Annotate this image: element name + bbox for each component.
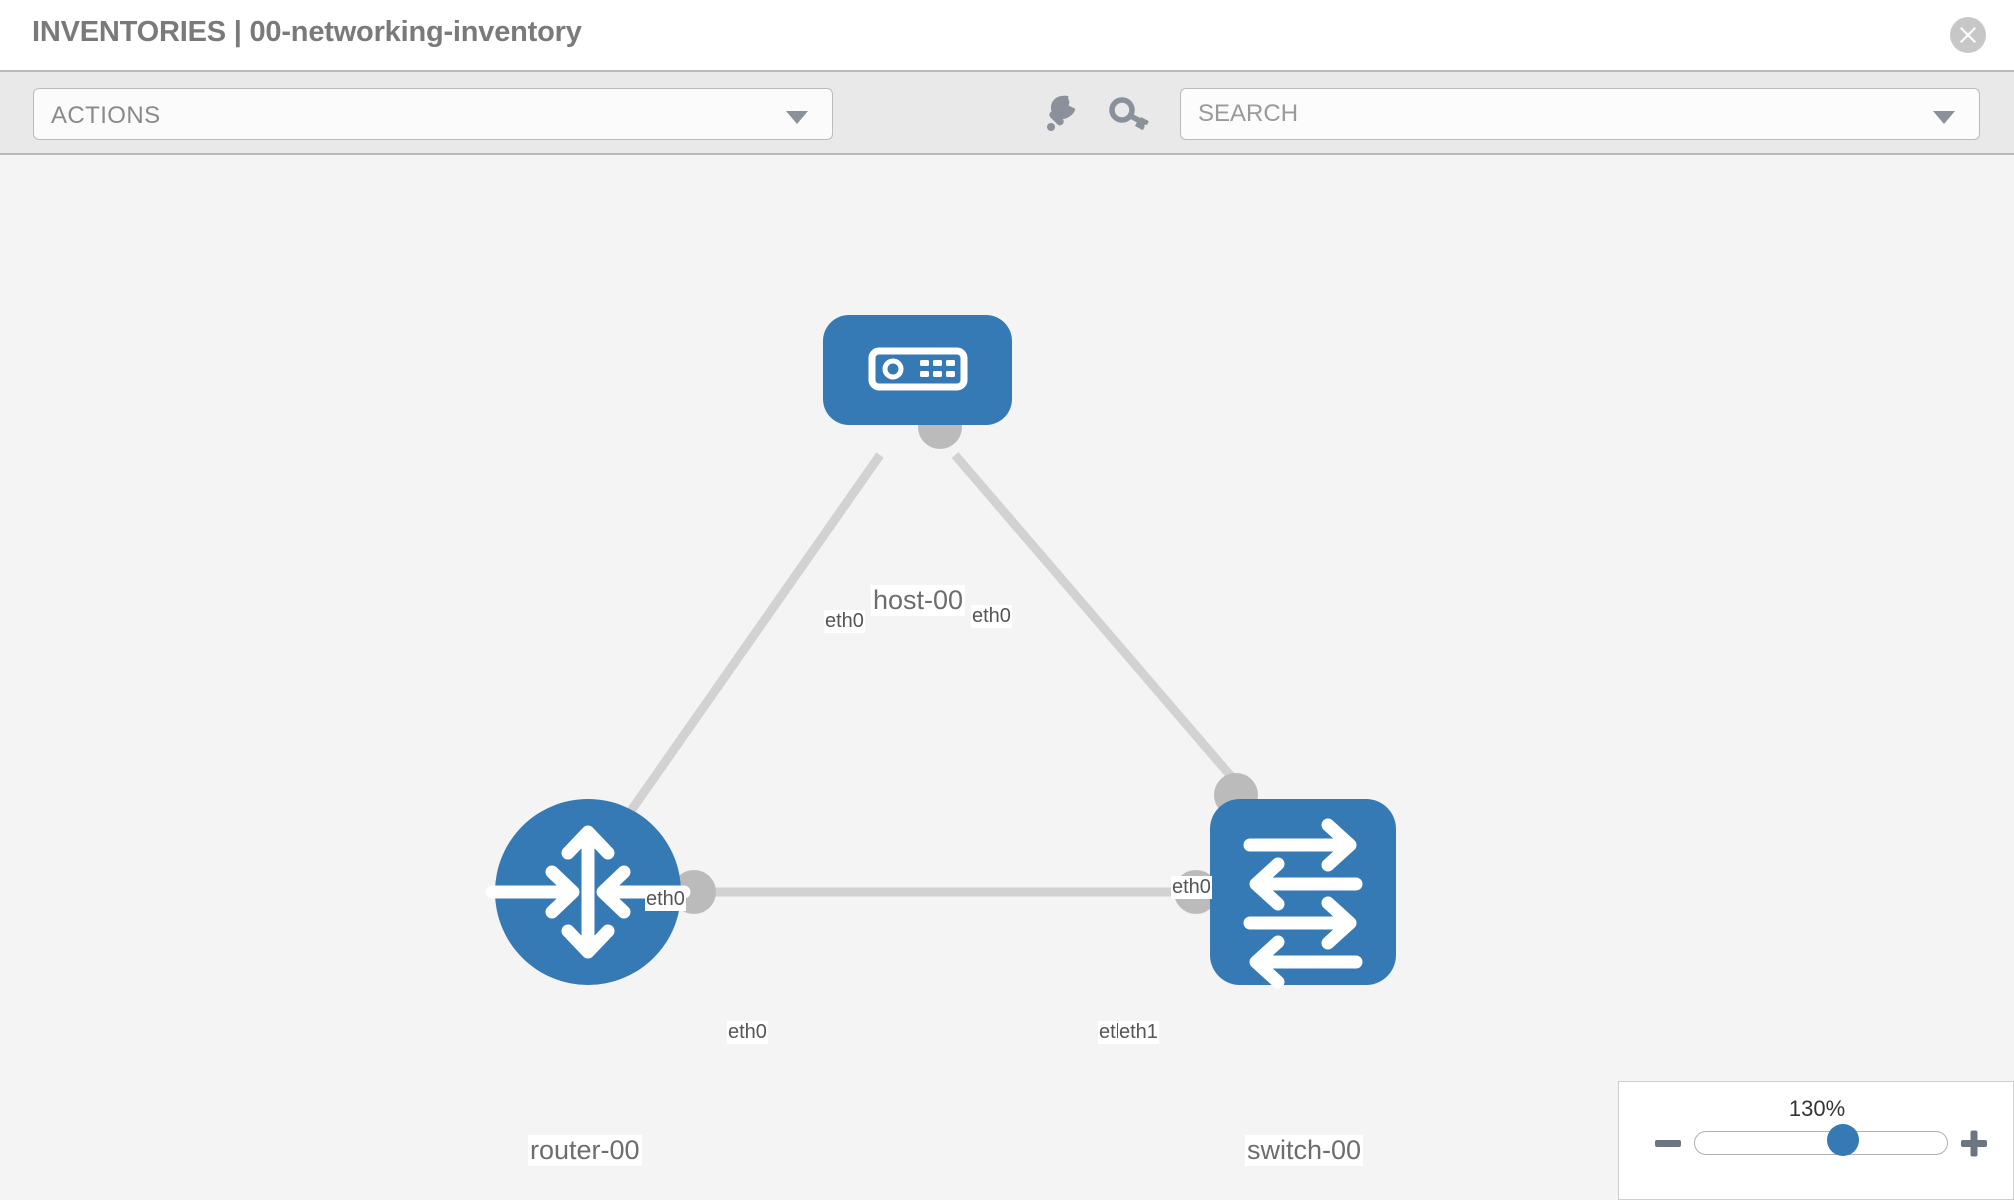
zoom-level-value: 130% (1788, 1096, 1846, 1121)
actions-dropdown[interactable]: ACTIONS (33, 88, 833, 140)
interface-label: eth1 (1118, 1021, 1159, 1044)
node-host-00[interactable] (823, 315, 1012, 425)
topology-endpoints (672, 405, 1258, 914)
search-box[interactable] (1180, 88, 1980, 140)
interface-label: eth0 (645, 888, 686, 911)
interface-label: eth0 (1171, 876, 1212, 899)
wrench-icon[interactable] (1038, 88, 1084, 140)
zoom-control-panel: 130% (1618, 1081, 2014, 1200)
page-title: INVENTORIES | 00-networking-inventory (32, 16, 582, 48)
node-switch-00[interactable] (1210, 799, 1396, 989)
page-header: INVENTORIES | 00-networking-inventory (0, 0, 2014, 70)
node-label-host-00: host-00 (871, 585, 966, 616)
topology-links (596, 452, 1295, 897)
key-icon[interactable] (1107, 88, 1153, 140)
link-host-router (596, 452, 884, 858)
plus-icon[interactable] (1957, 1126, 1991, 1160)
node-label-router-00: router-00 (528, 1135, 642, 1166)
toolbar: ACTIONS (0, 70, 2014, 155)
topology-graph (485, 315, 1396, 989)
interface-label: eth0 (971, 605, 1012, 628)
interface-label: eth0 (824, 610, 865, 633)
minus-icon[interactable] (1651, 1126, 1685, 1160)
search-input[interactable] (1198, 89, 1898, 139)
zoom-slider[interactable] (1694, 1131, 1948, 1155)
close-icon[interactable] (1950, 17, 1986, 53)
chevron-down-icon[interactable] (1933, 111, 1955, 124)
zoom-slider-thumb[interactable] (1827, 1124, 1860, 1156)
actions-dropdown-label: ACTIONS (51, 102, 161, 129)
node-label-switch-00: switch-00 (1245, 1135, 1364, 1166)
topology-canvas[interactable]: host-00 router-00 switch-00 eth0 eth0 et… (0, 155, 2014, 1200)
interface-label: eth0 (727, 1021, 768, 1044)
chevron-down-icon (786, 111, 808, 124)
